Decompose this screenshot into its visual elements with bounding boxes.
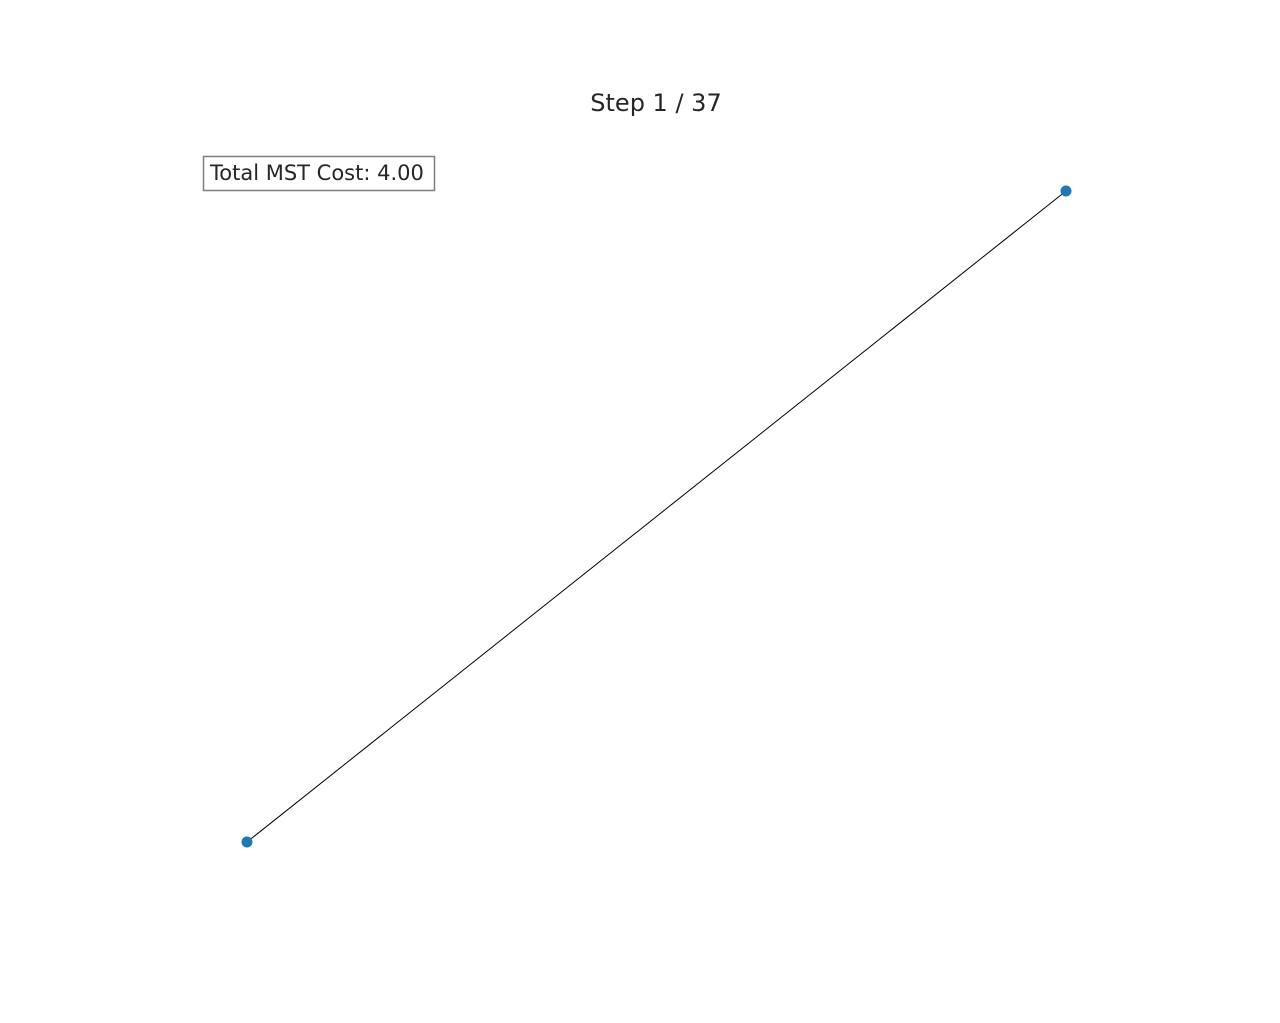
graph-node	[1060, 185, 1072, 197]
mst-cost-label: Total MST Cost: 4.00	[209, 161, 424, 185]
step-title: Step 1 / 37	[590, 89, 721, 117]
graph-node	[241, 836, 253, 848]
mst-cost-annotation: Total MST Cost: 4.00	[202, 155, 436, 192]
edges-layer	[246, 190, 1067, 843]
mst-cost-box	[202, 155, 436, 192]
nodes-layer	[241, 185, 1072, 848]
graph-edge	[246, 190, 1067, 843]
